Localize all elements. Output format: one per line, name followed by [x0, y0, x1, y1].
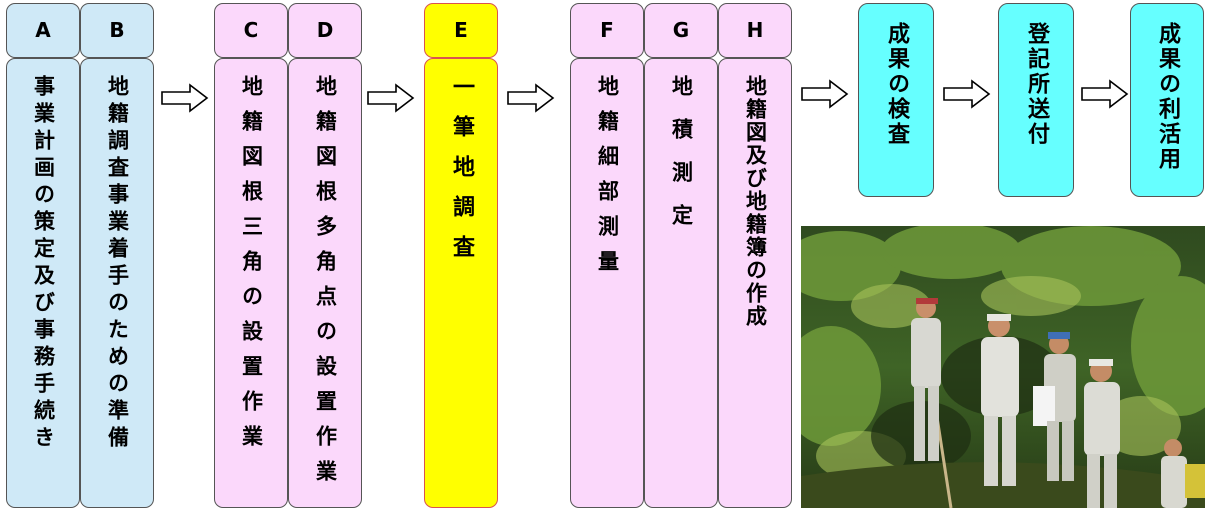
stage-f-text: 地籍細部測量	[595, 75, 620, 285]
arrow-right-icon	[801, 79, 849, 109]
stage-e-header: E	[424, 3, 498, 58]
arrow-right-icon	[943, 79, 991, 109]
stage-f-header: F	[570, 3, 644, 58]
stage-h-text: 地籍図及び地籍簿の作成	[743, 75, 768, 328]
stage-h-header: H	[718, 3, 792, 58]
stage-f-box: 地籍細部測量	[570, 58, 644, 508]
arrow-right-icon	[507, 83, 555, 113]
stage-d-header: D	[288, 3, 362, 58]
stage-c-letter: C	[243, 18, 259, 42]
stage-g-letter: G	[672, 18, 690, 42]
stage-d-letter: D	[316, 18, 334, 42]
stage-a-box: 事業計画の策定及び事務手続き	[6, 58, 80, 508]
step-inspection-text: 成果の検査	[884, 22, 909, 147]
stage-e-letter: E	[454, 18, 468, 42]
arrow-right-icon	[367, 83, 415, 113]
stage-e-box: 一筆地調査	[424, 58, 498, 508]
stage-c-text: 地籍図根三角の設置作業	[239, 75, 264, 460]
stage-d-text: 地籍図根多角点の設置作業	[313, 75, 338, 495]
stage-c-box: 地籍図根三角の設置作業	[214, 58, 288, 508]
arrow-right-icon	[161, 83, 209, 113]
stage-f-letter: F	[600, 18, 614, 42]
stage-b-letter: B	[109, 18, 125, 42]
field-survey-photo	[801, 226, 1205, 508]
stage-d-box: 地籍図根多角点の設置作業	[288, 58, 362, 508]
stage-h-letter: H	[746, 18, 764, 42]
arrow-right-icon	[1081, 79, 1129, 109]
step-use: 成果の利活用	[1130, 3, 1204, 197]
stage-c-header: C	[214, 3, 288, 58]
step-inspection: 成果の検査	[858, 3, 934, 197]
stage-b-box: 地籍調査事業着手のための準備	[80, 58, 154, 508]
stage-e-text: 一筆地調査	[449, 75, 474, 275]
stage-a-letter: A	[35, 18, 51, 42]
stage-g-text: 地積測定	[669, 75, 694, 247]
stage-g-box: 地積測定	[644, 58, 718, 508]
stage-a-header: A	[6, 3, 80, 58]
stage-g-header: G	[644, 3, 718, 58]
stage-b-header: B	[80, 3, 154, 58]
stage-b-text: 地籍調査事業着手のための準備	[105, 75, 130, 453]
step-registry-text: 登記所送付	[1024, 22, 1049, 147]
stage-a-text: 事業計画の策定及び事務手続き	[31, 75, 56, 453]
step-registry: 登記所送付	[998, 3, 1074, 197]
stage-h-box: 地籍図及び地籍簿の作成	[718, 58, 792, 508]
step-use-text: 成果の利活用	[1155, 22, 1180, 172]
